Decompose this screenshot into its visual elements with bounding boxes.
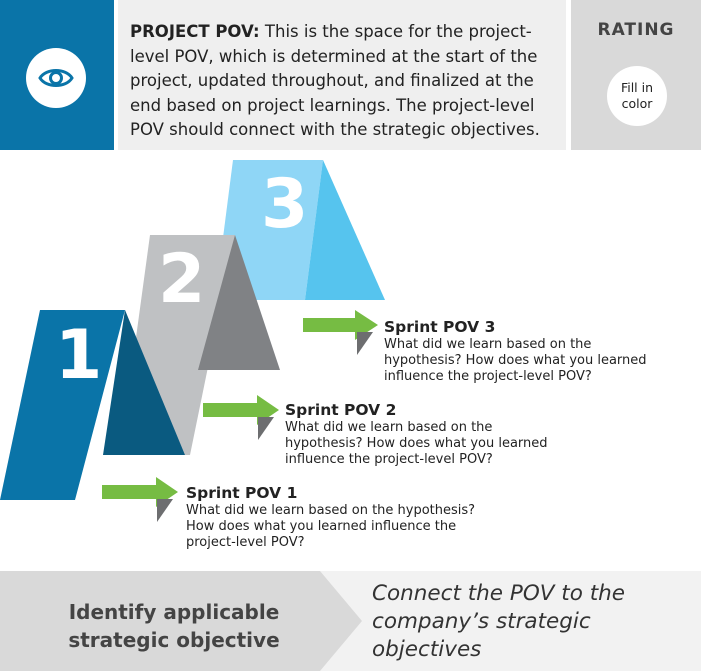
- ribbon-2-number: 2: [158, 240, 205, 319]
- sprint-3-arrow-shadow: [357, 332, 373, 355]
- strategic-objective-line2: strategic objective: [68, 628, 280, 652]
- sprint-pov-3-desc-line2: hypothesis? How does what you learned: [384, 353, 647, 368]
- sprint-pov-2-desc-line3: influence the project-level POV?: [285, 452, 493, 467]
- sprint-pov-1-desc-line3: project-level POV?: [186, 535, 305, 550]
- sprint-pov-2-desc-line1: What did we learn based on the: [285, 420, 493, 435]
- strategic-objective-line1: Identify applicable: [68, 600, 280, 624]
- ribbon-1-number: 1: [55, 316, 102, 395]
- sprint-pov-3-title: Sprint POV 3: [384, 318, 496, 336]
- ribbon-3-fold: [305, 160, 385, 300]
- sprint-pov-2: Sprint POV 2 What did we learn based on …: [285, 400, 548, 468]
- sprint-pov-3-desc-line1: What did we learn based on the: [384, 337, 592, 352]
- sprint-pov-2-desc-line2: hypothesis? How does what you learned: [285, 436, 548, 451]
- eye-icon: [38, 69, 74, 87]
- sprint-pov-3-desc-line3: influence the project-level POV?: [384, 369, 592, 384]
- rating-hint-line2: color: [621, 96, 653, 111]
- sprint-pov-2-title: Sprint POV 2: [285, 401, 397, 419]
- ribbon-2-fold: [198, 235, 280, 370]
- connect-pov-line1: Connect the POV to the: [372, 581, 625, 606]
- project-pov-body: This is the space for the project-level …: [130, 22, 540, 139]
- sprint-pov-3: Sprint POV 3 What did we learn based on …: [384, 317, 647, 385]
- connect-pov-text: Connect the POV to the company’s strateg…: [372, 580, 692, 664]
- project-pov-text: PROJECT POV: This is the space for the p…: [130, 20, 562, 143]
- icon-badge: [26, 48, 86, 108]
- sprint-pov-1-title: Sprint POV 1: [186, 484, 298, 502]
- project-pov-label: PROJECT POV:: [130, 22, 260, 41]
- sprint-pov-1-desc-line1: What did we learn based on the hypothesi…: [186, 503, 476, 518]
- strategic-objective-label: Identify applicable strategic objective: [24, 598, 324, 654]
- ribbon-3-number: 3: [261, 165, 308, 244]
- ribbon-1-fold: [103, 310, 185, 455]
- sprint-ribbon-diagram: 3 2 1: [0, 160, 385, 522]
- rating-title: RATING: [597, 20, 675, 40]
- sprint-pov-1: Sprint POV 1 What did we learn based on …: [186, 483, 475, 551]
- ribbon-1-front: [0, 310, 125, 500]
- rating-fill-circle[interactable]: Fill in color: [607, 66, 667, 126]
- rating-panel: RATING Fill in color: [571, 0, 701, 150]
- project-pov-panel: PROJECT POV: This is the space for the p…: [118, 0, 566, 150]
- sprint-pov-1-desc-line2: How does what you learned influence the: [186, 519, 457, 534]
- pov-icon-panel: [0, 0, 114, 150]
- connect-pov-line3: objectives: [372, 637, 482, 662]
- sprint-1-arrow-shadow: [157, 499, 173, 522]
- rating-hint-line1: Fill in: [620, 80, 654, 95]
- sprint-2-arrow-shadow: [258, 417, 274, 440]
- connect-pov-line2: company’s strategic: [372, 609, 591, 634]
